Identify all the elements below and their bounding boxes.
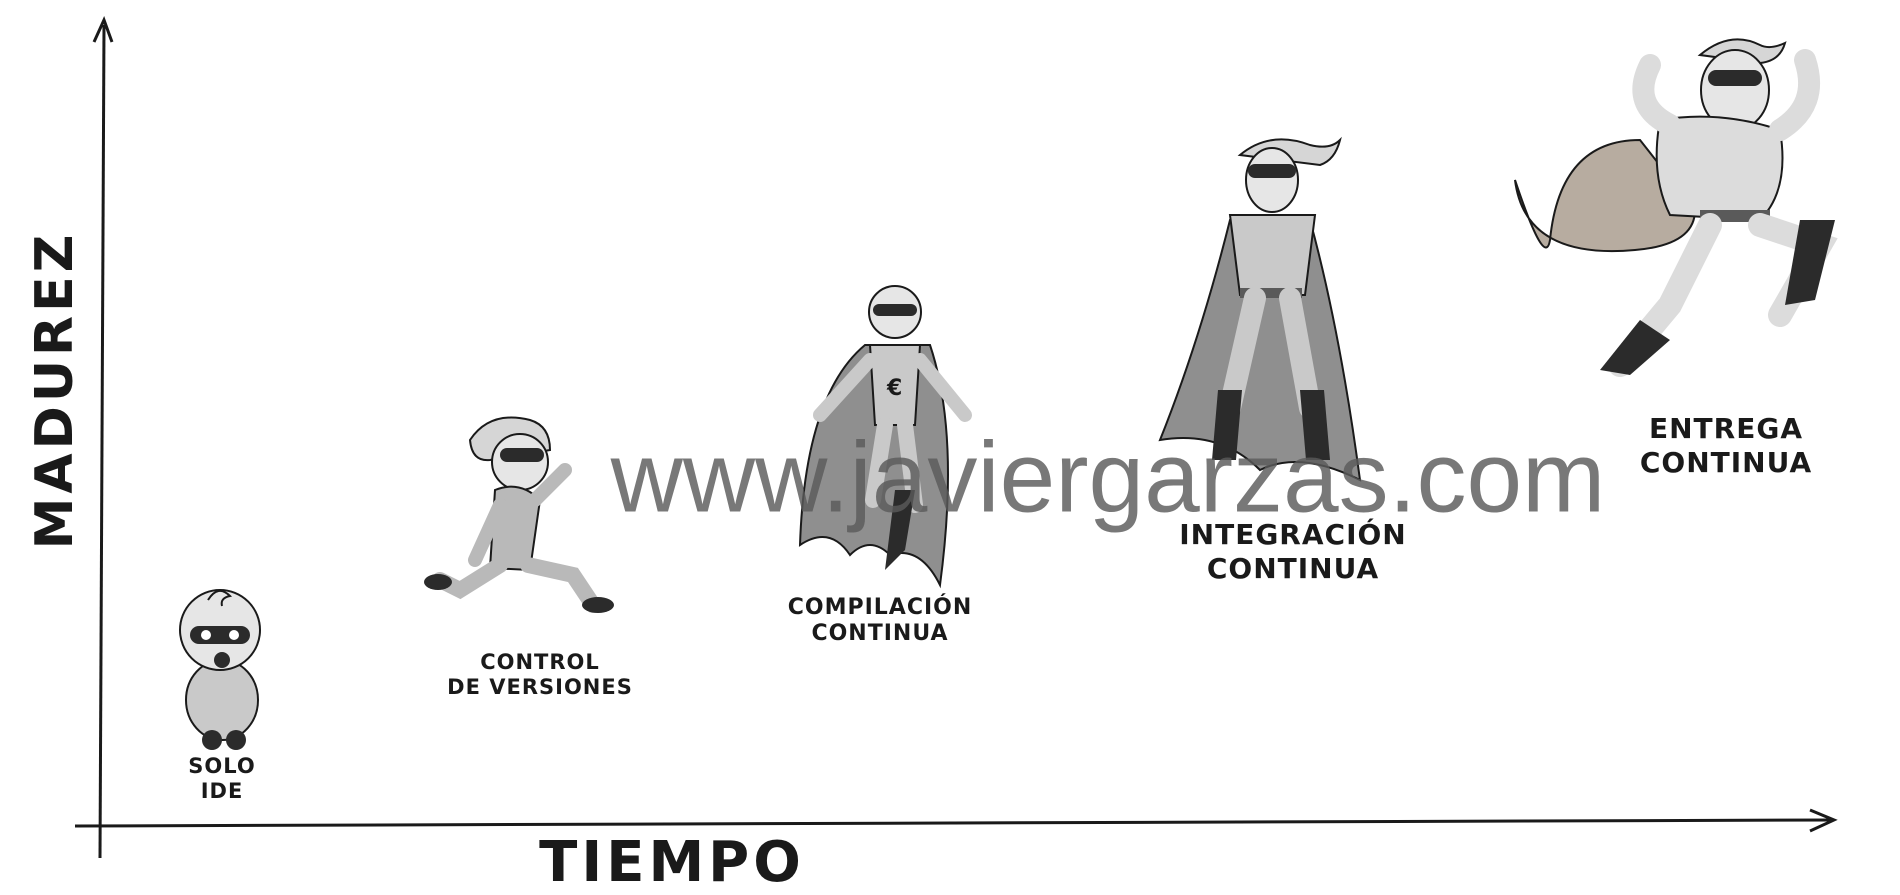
adult-hero-belt [1240, 288, 1302, 298]
watermark: www.javiergarzas.com [610, 421, 1606, 534]
stage-label-line2: IDE [200, 779, 244, 804]
stage-label-line1: COMPILACIÓN [787, 595, 973, 620]
kid-shoe-front [582, 597, 614, 613]
flying-hero-mask [1708, 70, 1762, 86]
y-axis-line [98, 24, 106, 859]
flying-hero-boot-front [1785, 220, 1835, 305]
adult-hero-leg-left [1219, 287, 1266, 419]
baby-hair-curl [207, 589, 233, 607]
stage-label-line2: DE VERSIONES [447, 675, 633, 700]
stage-label-compilacion-continua: COMPILACIÓN CONTINUA [788, 595, 973, 648]
kid-shoe-back [424, 574, 452, 590]
kid-mask [500, 448, 544, 462]
adult-hero-boot-left [1212, 390, 1242, 460]
flying-hero-arm-right [1769, 49, 1821, 141]
stage-label-line1: SOLO [188, 754, 256, 778]
adult-hero-hair [1237, 136, 1342, 167]
stage-label-line2: CONTINUA [811, 621, 949, 647]
stage-label-line2: CONTINUA [1206, 551, 1380, 585]
flying-hero-torso [1655, 115, 1784, 222]
x-axis-line [74, 818, 1833, 828]
stage-label-control-versiones: CONTROL DE VERSIONES [447, 650, 633, 700]
x-axis-title: TIEMPO [539, 830, 805, 895]
kid-arm-back [468, 498, 507, 567]
flying-hero-arm-left [1632, 54, 1681, 136]
x-axis-arrowhead [1809, 808, 1838, 833]
young-hero-arm-right [913, 353, 972, 422]
adult-hero-leg-right [1279, 287, 1321, 419]
young-hero-boot [885, 490, 915, 570]
stage-label-line1: CONTROL [480, 650, 600, 674]
young-hero-emblem: € [886, 376, 902, 401]
adult-hero-mask [1248, 164, 1296, 178]
baby-leg-left [202, 730, 222, 750]
stage-label-line2: CONTINUA [1639, 445, 1813, 479]
adult-hero-torso [1228, 214, 1317, 296]
young-hero-torso [868, 344, 922, 426]
young-hero-mask [873, 304, 917, 316]
baby-pacifier [214, 652, 230, 668]
young-hero-arm-left [813, 353, 877, 422]
baby-eye-left [201, 630, 211, 640]
stage-label-line1: ENTREGA [1649, 412, 1803, 445]
baby-eye-right [229, 630, 239, 640]
kid-arm-front [528, 463, 572, 507]
flying-hero-boot-back [1600, 320, 1670, 375]
adult-hero-boot-right [1300, 390, 1330, 460]
young-hero-leg-left [865, 417, 893, 508]
stage-label-line1: INTEGRACIÓN [1179, 518, 1407, 551]
stage-label-entrega-continua: ENTREGA CONTINUA [1640, 412, 1812, 479]
y-axis-arrowhead [92, 16, 114, 43]
stage-label-solo-ide: SOLO IDE [188, 754, 255, 804]
kid-leg-front [520, 557, 601, 613]
baby-leg-right [226, 730, 246, 750]
flying-hero-cape [1514, 138, 1697, 253]
stage-label-integracion-continua: INTEGRACIÓN CONTINUA [1179, 518, 1407, 585]
